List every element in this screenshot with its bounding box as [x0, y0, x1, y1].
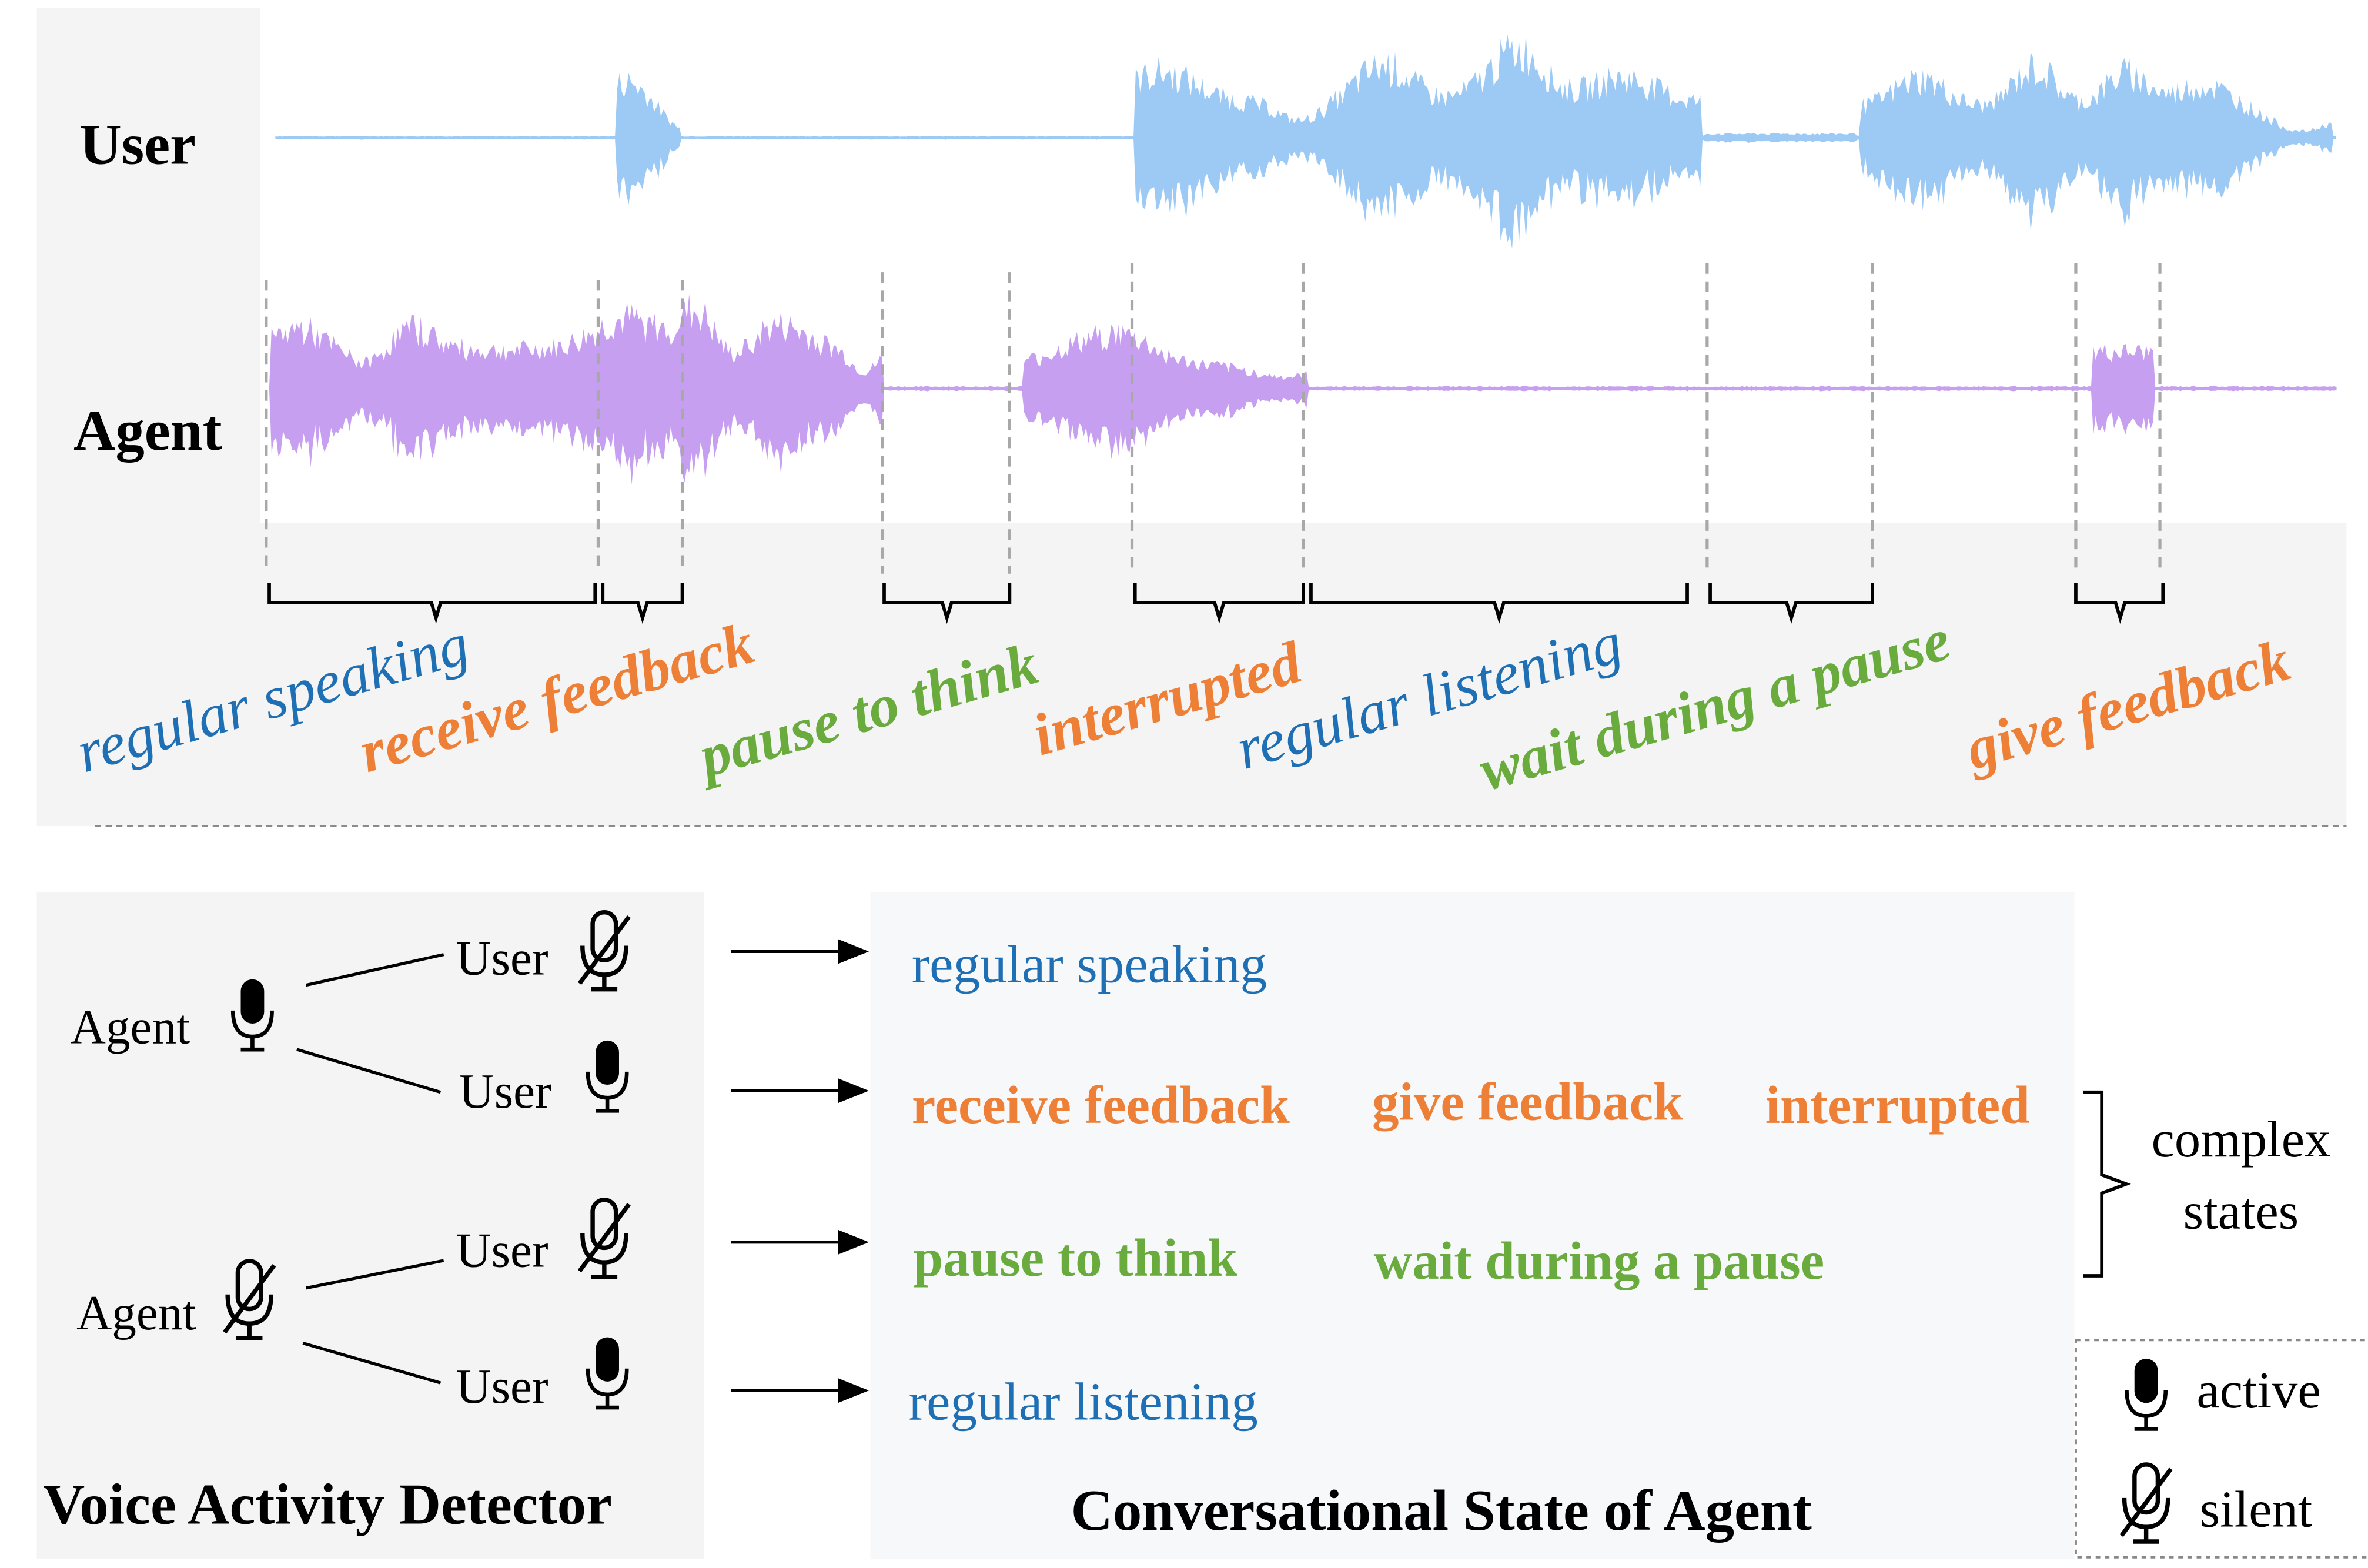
vad-panel: Agent User User Agent User User Voice Ac…: [36, 891, 704, 1559]
waveform-shape: [275, 33, 2336, 249]
complex-brace: [2083, 1090, 2131, 1278]
vad-panel-bg: [36, 891, 704, 1559]
legend: active silent: [2074, 1339, 2368, 1559]
legend-active-label: active: [2196, 1362, 2320, 1419]
state-regular-speaking: regular speaking: [912, 934, 1267, 994]
state-receive-feedback: receive feedback: [912, 1075, 1290, 1135]
legend-silent-label: silent: [2200, 1481, 2313, 1539]
brace: [267, 583, 597, 624]
waveform-shape: [269, 294, 2337, 485]
agent-waveform: [269, 294, 2337, 485]
connector-line: [296, 1048, 442, 1094]
brace: [601, 583, 684, 624]
state-interrupted: interrupted: [1765, 1075, 2030, 1135]
state-give-feedback: give feedback: [1372, 1072, 1683, 1132]
legend-box: [2074, 1339, 2368, 1559]
vad-user-label-1: User: [456, 931, 548, 985]
agent-row-label: Agent: [73, 399, 222, 463]
brace: [1708, 583, 1874, 624]
complex-label-line1: complex: [2152, 1111, 2331, 1168]
brace: [1133, 583, 1305, 624]
user-waveform: [275, 33, 2336, 249]
states-panel-bg: [870, 891, 2075, 1559]
segment-braces: [267, 583, 2165, 624]
label-column-bg: [36, 8, 260, 523]
states-title: Conversational State of Agent: [1071, 1479, 1811, 1543]
connector-line: [302, 1342, 442, 1385]
brace: [1309, 583, 1689, 624]
connector-line: [305, 953, 444, 987]
vad-user-label-3: User: [456, 1223, 548, 1278]
states-panel: regular speaking receive feedback give f…: [870, 891, 2075, 1559]
connector-line: [305, 1259, 444, 1290]
user-row-label: User: [79, 112, 196, 176]
brace: [882, 583, 1012, 624]
brace: [2074, 583, 2165, 624]
state-pause-to-think: pause to think: [913, 1228, 1237, 1288]
complex-states-annotation: complex states: [2083, 1090, 2331, 1278]
vad-title: Voice Activity Detector: [43, 1473, 612, 1537]
timeline-panel: User Agent regular speaki: [36, 8, 2347, 827]
segment-dashed-lines: [265, 263, 2162, 574]
complex-label-line2: states: [2183, 1182, 2299, 1240]
vad-agent-label-1: Agent: [71, 1001, 190, 1055]
vad-agent-label-2: Agent: [76, 1286, 196, 1340]
mapping-arrows: [731, 939, 869, 1403]
vad-user-label-2: User: [459, 1065, 551, 1119]
state-regular-listening: regular listening: [909, 1372, 1258, 1432]
state-wait-during-a-pause: wait during a pause: [1374, 1231, 1824, 1290]
segment-label-bg: [36, 523, 2347, 827]
vad-user-label-4: User: [456, 1360, 548, 1414]
